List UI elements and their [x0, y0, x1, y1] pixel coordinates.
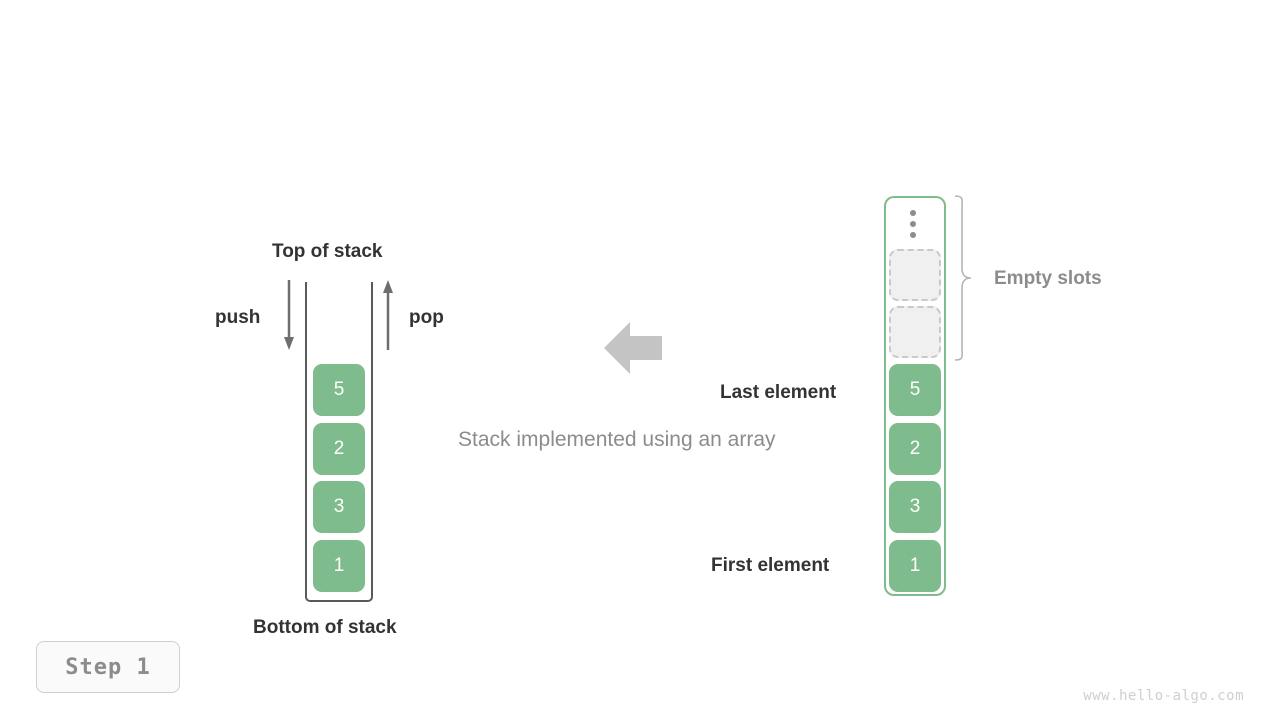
step-badge-label: Step 1 [65, 654, 151, 680]
stack-element: 3 [313, 481, 365, 533]
left-arrow-icon [604, 322, 662, 374]
array-element: 3 [889, 481, 941, 533]
bottom-of-stack-label: Bottom of stack [253, 617, 397, 638]
diagram-caption: Stack implemented using an array [458, 428, 776, 451]
empty-slots-brace [954, 195, 972, 361]
array-element: 5 [889, 364, 941, 416]
array-empty-slot [889, 249, 941, 301]
top-of-stack-label: Top of stack [272, 241, 383, 262]
stack-element: 1 [313, 540, 365, 592]
empty-slots-label: Empty slots [994, 268, 1102, 289]
pop-arrow-icon [383, 280, 393, 350]
first-element-label: First element [711, 555, 830, 576]
step-badge: Step 1 [36, 641, 180, 693]
pop-label: pop [409, 307, 444, 328]
vertical-ellipsis-icon [910, 210, 918, 238]
stack-element: 5 [313, 364, 365, 416]
stack-container [305, 282, 373, 602]
array-element: 2 [889, 423, 941, 475]
push-label: push [215, 307, 261, 328]
array-empty-slot [889, 306, 941, 358]
array-element: 1 [889, 540, 941, 592]
push-arrow-icon [284, 280, 294, 350]
last-element-label: Last element [720, 382, 837, 403]
stack-element: 2 [313, 423, 365, 475]
watermark: www.hello-algo.com [1083, 688, 1244, 704]
